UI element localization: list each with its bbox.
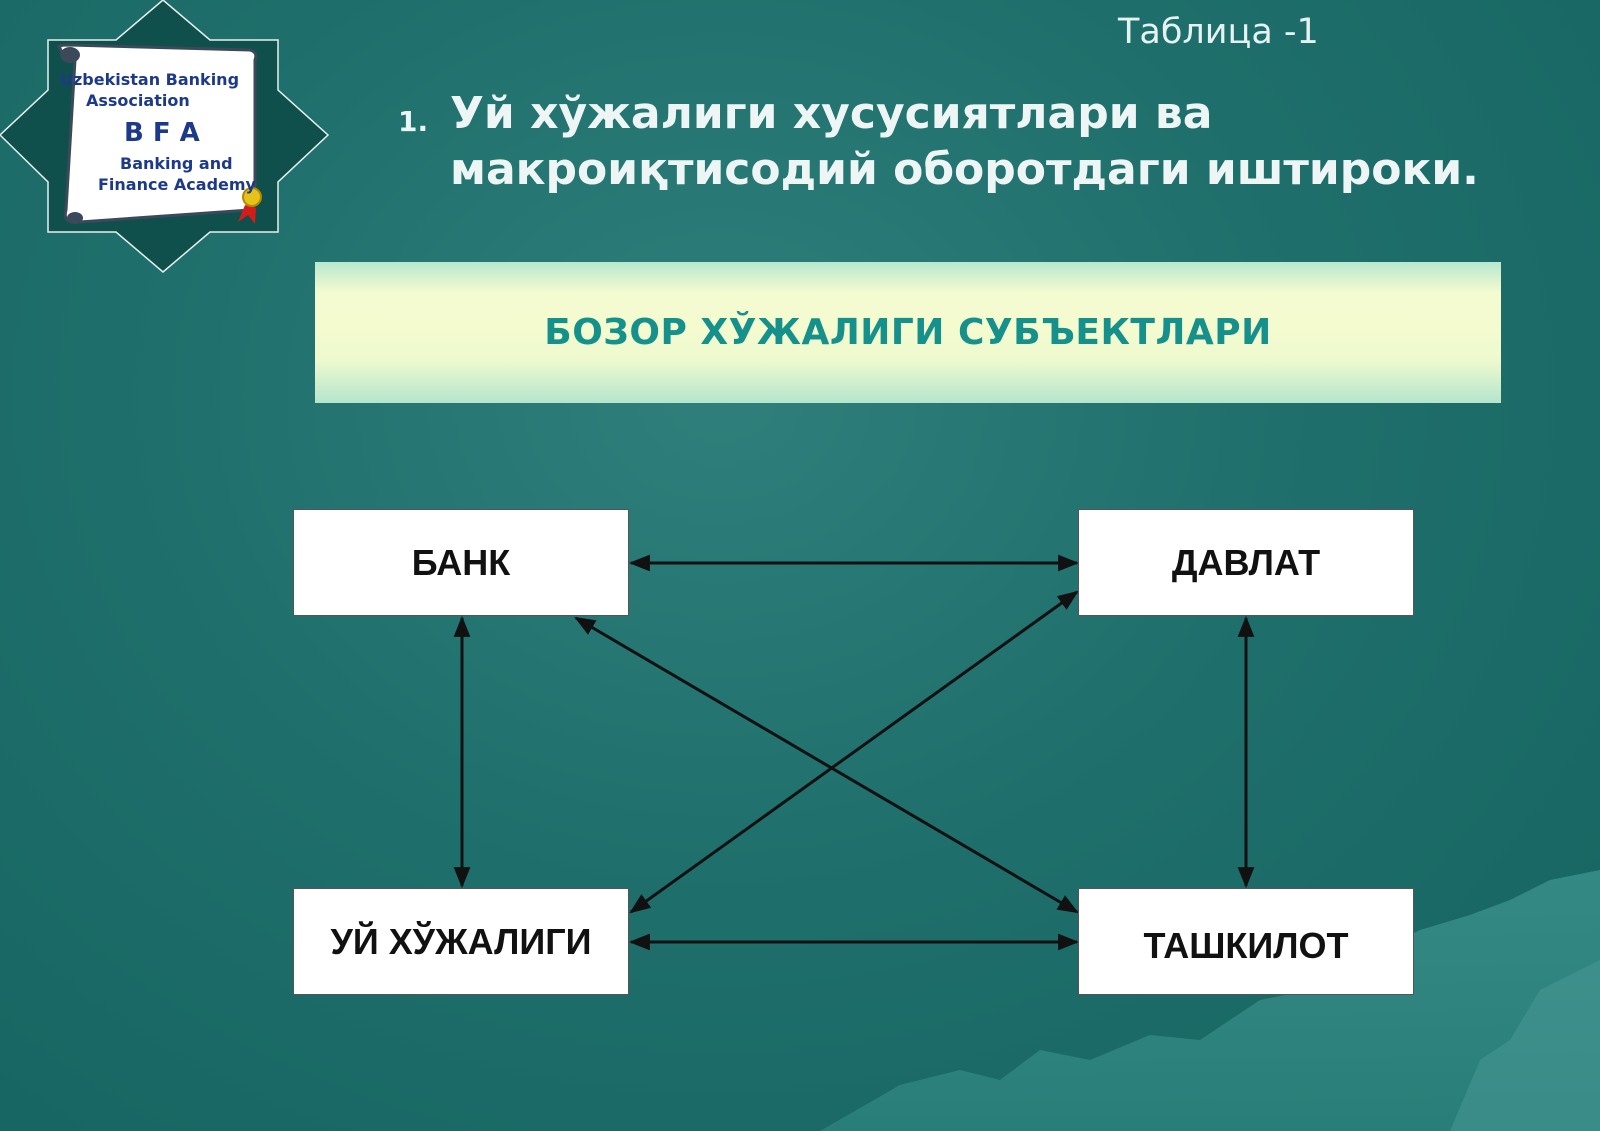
- logo-line-2: Association: [86, 91, 190, 110]
- node-organization-label: ТАШКИЛОТ: [1143, 924, 1349, 966]
- title-number: 1.: [398, 105, 429, 138]
- logo-line-1: Uzbekistan Banking: [60, 70, 240, 89]
- node-household: УЙ ХЎЖАЛИГИ: [293, 888, 629, 995]
- node-davlat-label: ДАВЛАТ: [1171, 541, 1321, 583]
- banner-label: БОЗОР ХЎЖАЛИГИ СУБЪЕКТЛАРИ: [544, 312, 1272, 353]
- table-label: Таблица -1: [1118, 12, 1319, 52]
- logo-abbr: B F A: [124, 118, 200, 148]
- logo-line-4: Finance Academy: [98, 175, 256, 194]
- arrow-davlat-uy: [629, 590, 1079, 914]
- arrow-bank-tashkilot: [574, 616, 1079, 914]
- node-bank-label: БАНК: [411, 541, 511, 583]
- logo-line-3: Banking and: [120, 154, 233, 173]
- node-bank: БАНК: [293, 509, 629, 616]
- market-subjects-banner: БОЗОР ХЎЖАЛИГИ СУБЪЕКТЛАРИ: [315, 262, 1501, 403]
- node-household-label: УЙ ХЎЖАЛИГИ: [330, 920, 592, 962]
- node-organization: ТАШКИЛОТ: [1078, 888, 1414, 995]
- node-davlat: ДАВЛАТ: [1078, 509, 1414, 616]
- bfa-logo: [0, 0, 330, 273]
- title-line-1: Уй хўжалиги хусусиятлари ва: [450, 88, 1213, 139]
- title-line-2: макроиқтисодий оборотдаги иштироки.: [450, 144, 1479, 195]
